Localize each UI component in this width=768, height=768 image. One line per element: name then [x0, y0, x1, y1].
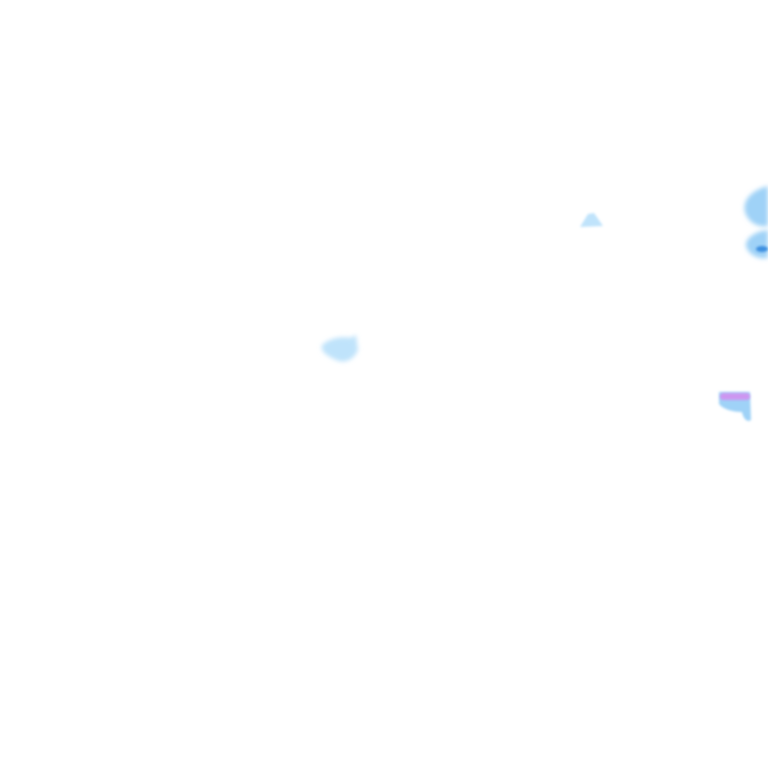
echo-east-edge-upper [744, 186, 768, 227]
echo-east-edge-lower [745, 230, 768, 259]
echo-west-blob [321, 335, 358, 362]
echo-small-triangle [580, 213, 603, 227]
echo-mixed-cell [719, 392, 751, 421]
